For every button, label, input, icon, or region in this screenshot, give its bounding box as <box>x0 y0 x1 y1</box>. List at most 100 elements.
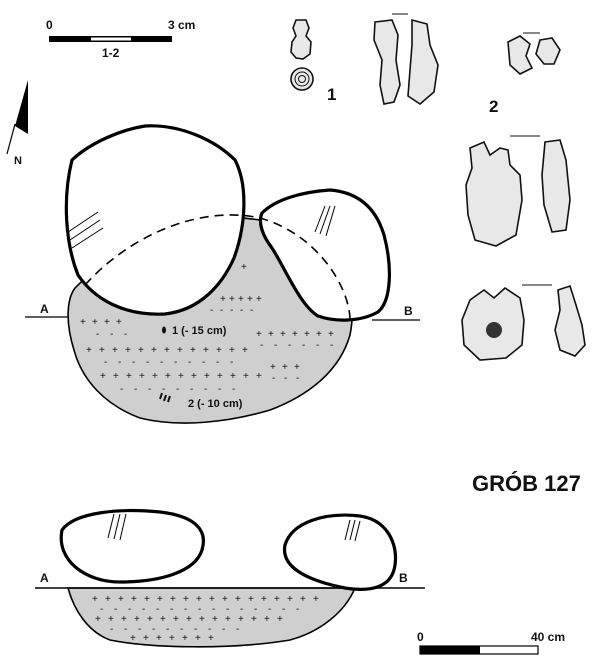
texture-mark: + <box>243 371 249 382</box>
texture-mark: - <box>170 604 173 615</box>
texture-mark: + <box>217 371 223 382</box>
texture-mark: - <box>194 624 197 635</box>
texture-mark: - <box>184 604 187 615</box>
texture-mark: - <box>250 305 253 316</box>
texture-mark: - <box>222 624 225 635</box>
texture-mark: - <box>220 305 223 316</box>
texture-mark: - <box>148 384 151 395</box>
scale-large-max: 40 cm <box>531 630 565 644</box>
texture-mark: + <box>186 614 192 625</box>
texture-mark: - <box>190 384 193 395</box>
find-2-position-icon <box>159 392 171 403</box>
texture-mark: + <box>156 633 162 644</box>
texture-mark: - <box>226 604 229 615</box>
texture-mark: + <box>300 594 306 605</box>
texture-mark: + <box>235 594 241 605</box>
texture-mark: - <box>212 604 215 615</box>
texture-mark: + <box>178 371 184 382</box>
texture-mark: + <box>230 371 236 382</box>
texture-mark: + <box>116 317 122 328</box>
texture-mark: + <box>105 594 111 605</box>
texture-mark: + <box>248 594 254 605</box>
texture-mark: + <box>242 345 248 356</box>
stone-right-section <box>283 513 398 591</box>
texture-mark: + <box>138 345 144 356</box>
pit-section: ++++++++++++++++++---------------+++++++… <box>35 509 425 648</box>
texture-mark: + <box>99 345 105 356</box>
grave-title: GRÓB 127 <box>472 471 581 496</box>
texture-mark: + <box>229 345 235 356</box>
texture-mark: + <box>208 633 214 644</box>
texture-mark: + <box>173 614 179 625</box>
texture-mark: + <box>165 371 171 382</box>
texture-mark: - <box>330 340 333 351</box>
texture-mark: - <box>156 604 159 615</box>
find-2-depth-note: 2 (- 10 cm) <box>188 398 243 410</box>
section-b-label: B <box>399 571 408 585</box>
texture-mark: - <box>114 604 117 615</box>
texture-mark: - <box>188 357 191 368</box>
texture-mark: - <box>230 305 233 316</box>
texture-mark: - <box>236 624 239 635</box>
plan-b-label: B <box>404 304 413 318</box>
texture-mark: - <box>284 373 287 384</box>
texture-mark: + <box>256 371 262 382</box>
texture-mark: + <box>183 594 189 605</box>
texture-mark: + <box>241 262 247 273</box>
texture-mark: - <box>162 384 165 395</box>
texture-mark: + <box>292 329 298 340</box>
texture-mark: + <box>212 614 218 625</box>
texture-mark: - <box>282 604 285 615</box>
stone-left <box>64 124 246 316</box>
texture-mark: - <box>296 373 299 384</box>
texture-mark: - <box>138 624 141 635</box>
texture-mark: + <box>304 329 310 340</box>
stone-left-section <box>59 509 205 584</box>
texture-mark: + <box>277 614 283 625</box>
texture-mark: - <box>110 329 113 340</box>
texture-mark: - <box>176 384 179 395</box>
texture-mark: + <box>151 345 157 356</box>
texture-mark: + <box>274 594 280 605</box>
texture-mark: - <box>296 604 299 615</box>
texture-mark: + <box>170 594 176 605</box>
texture-mark: + <box>147 614 153 625</box>
texture-mark: + <box>204 371 210 382</box>
texture-mark: - <box>202 357 205 368</box>
texture-mark: + <box>144 594 150 605</box>
texture-mark: - <box>272 373 275 384</box>
texture-mark: - <box>302 340 305 351</box>
texture-mark: - <box>142 604 145 615</box>
texture-mark: + <box>131 594 137 605</box>
texture-mark: - <box>152 624 155 635</box>
texture-mark: + <box>270 362 276 373</box>
texture-mark: - <box>254 604 257 615</box>
texture-mark: - <box>166 624 169 635</box>
find-1-depth-note: 1 (- 15 cm) <box>172 325 227 337</box>
scale-bar-large: 0 40 cm <box>417 630 565 655</box>
find-1-label: 1 <box>327 85 336 104</box>
plan-a-label: A <box>40 302 49 316</box>
texture-mark: + <box>164 345 170 356</box>
texture-mark: + <box>177 345 183 356</box>
section-a-label: A <box>40 571 49 585</box>
texture-mark: - <box>104 357 107 368</box>
texture-mark: + <box>209 594 215 605</box>
texture-mark: - <box>232 384 235 395</box>
texture-mark: - <box>260 340 263 351</box>
texture-mark: - <box>124 329 127 340</box>
texture-mark: - <box>216 357 219 368</box>
find-2-fragments: 2 <box>373 13 586 361</box>
texture-mark: + <box>112 345 118 356</box>
texture-mark: + <box>134 614 140 625</box>
texture-mark: - <box>134 384 137 395</box>
texture-mark: + <box>313 594 319 605</box>
texture-mark: + <box>130 633 136 644</box>
texture-mark: - <box>146 357 149 368</box>
texture-mark: - <box>240 305 243 316</box>
texture-mark: + <box>238 614 244 625</box>
texture-mark: + <box>229 294 235 305</box>
north-label: N <box>14 155 22 167</box>
scale-small-zero: 0 <box>46 18 53 32</box>
texture-mark: + <box>126 371 132 382</box>
